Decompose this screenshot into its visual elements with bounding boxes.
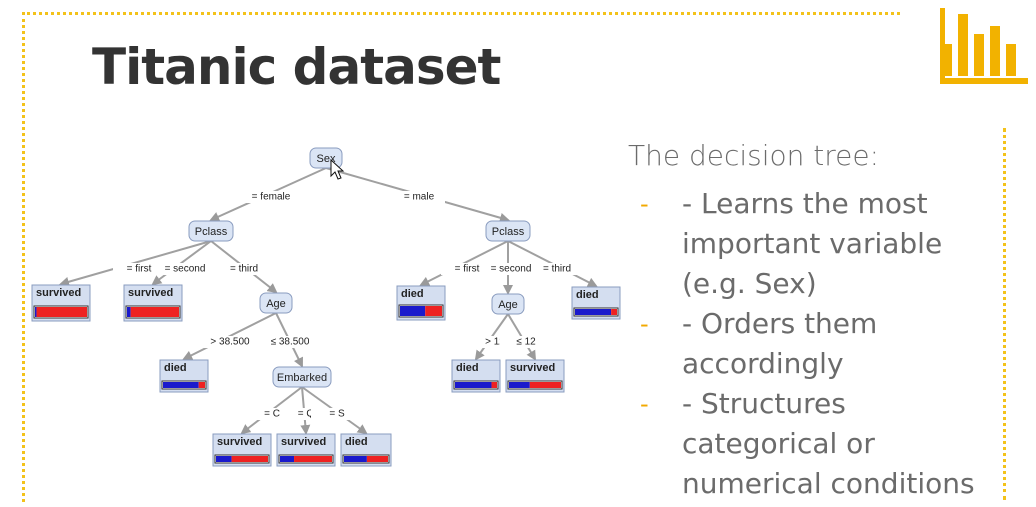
bullet-text: - Orders them accordingly	[682, 307, 878, 380]
slide-title: Titanic dataset	[92, 38, 501, 96]
leaf-bar-died	[216, 456, 232, 462]
edge-label: = second	[491, 264, 532, 275]
leaf-bar-died	[455, 382, 492, 388]
bullet-item: - - Structures categorical or numerical c…	[628, 384, 1008, 504]
edge-label: > 38.500	[210, 337, 250, 348]
split-node-label: Age	[266, 298, 286, 310]
split-node[interactable]	[188, 220, 234, 242]
leaf-bar-survived	[529, 382, 561, 388]
split-node-label: Embarked	[277, 372, 327, 384]
leaf-node-label: survived	[281, 436, 326, 448]
leaf-node-label: died	[345, 436, 368, 448]
edge-label: = male	[404, 192, 435, 203]
edge-label: ≤ 12	[516, 337, 536, 348]
edge-label: > 12	[485, 337, 505, 348]
leaf-bar-survived	[491, 382, 497, 388]
edge-label-bg	[245, 191, 297, 203]
split-node-label: Age	[498, 299, 518, 311]
bar-chart-icon	[940, 8, 1028, 84]
leaf-node-label: survived	[217, 436, 262, 448]
edge-label-bg	[441, 263, 493, 275]
leaf-bar-died	[400, 306, 426, 316]
bullet-text: - Learns the most important variable (e.…	[682, 187, 943, 300]
edge-label: = first	[127, 264, 152, 275]
tree-edge	[151, 240, 212, 286]
bullet-marker: -	[640, 390, 649, 418]
leaf-bar-survived	[366, 456, 388, 462]
edge-label-bg	[531, 263, 583, 275]
leaf-node-label: died	[401, 288, 424, 300]
edge-label: = second	[165, 264, 206, 275]
leaf-bar-died	[344, 456, 367, 462]
bullet-item: - - Learns the most important variable (e…	[628, 184, 1008, 304]
leaf-bar-died	[127, 307, 131, 317]
edge-label: = third	[230, 264, 258, 275]
edge-label: = first	[455, 264, 480, 275]
leaf-bar-survived	[425, 306, 442, 316]
bullet-text: - Structures categorical or numerical co…	[682, 387, 975, 500]
split-node[interactable]	[491, 293, 525, 315]
leaf-node-label: survived	[510, 362, 555, 374]
leaf-bar-survived	[198, 382, 205, 388]
edge-label: = female	[252, 192, 291, 203]
edge-label: = C	[264, 409, 280, 420]
leaf-node-label: died	[456, 362, 479, 374]
edge-label-bg	[264, 336, 316, 348]
edge-label-bg	[218, 263, 270, 275]
leaf-bar-survived	[130, 307, 179, 317]
bullet-item: - - Orders them accordingly	[628, 304, 1008, 384]
bullet-list: - - Learns the most important variable (e…	[628, 184, 1008, 504]
leaf-node-label: died	[576, 289, 599, 301]
split-node[interactable]	[259, 292, 293, 314]
bullet-marker: -	[640, 190, 649, 218]
leaf-bar-died	[575, 309, 612, 315]
edge-label-bg	[485, 263, 537, 275]
split-node-label: Pclass	[492, 226, 525, 238]
leaf-bar-survived	[611, 309, 617, 315]
leaf-bar-died	[280, 456, 295, 462]
panel-heading: The decision tree:	[628, 139, 880, 172]
edge-label-bg	[204, 336, 256, 348]
split-node-label: Pclass	[195, 226, 228, 238]
dotted-border-right	[1003, 128, 1006, 500]
leaf-bar-died	[35, 307, 37, 317]
edge-label: = third	[543, 264, 571, 275]
dotted-border-left	[22, 12, 25, 502]
leaf-node-label: survived	[128, 287, 173, 299]
mouse-cursor-icon	[330, 158, 345, 180]
leaf-bar-survived	[294, 456, 332, 462]
leaf-node-label: died	[164, 362, 187, 374]
bullet-marker: -	[640, 310, 649, 338]
split-node[interactable]	[272, 366, 332, 388]
edge-label: = S	[329, 409, 345, 420]
edge-label-bg	[311, 408, 363, 420]
explanation-panel: The decision tree: - - Learns the most im…	[628, 138, 1008, 504]
edge-label: ≤ 38.500	[271, 337, 310, 348]
split-node[interactable]	[485, 220, 531, 242]
leaf-bar-survived	[231, 456, 268, 462]
edge-label-bg	[500, 336, 552, 348]
leaf-bar-survived	[36, 307, 87, 317]
edge-label: = Q	[298, 409, 315, 420]
edge-label-bg	[113, 263, 165, 275]
edge-label-bg	[393, 191, 445, 203]
tree-edge	[59, 240, 212, 287]
edge-label-bg	[159, 263, 211, 275]
leaf-bar-died	[509, 382, 530, 388]
dotted-border-top	[22, 12, 900, 15]
leaf-bar-died	[163, 382, 199, 388]
leaf-node-label: survived	[36, 287, 81, 299]
